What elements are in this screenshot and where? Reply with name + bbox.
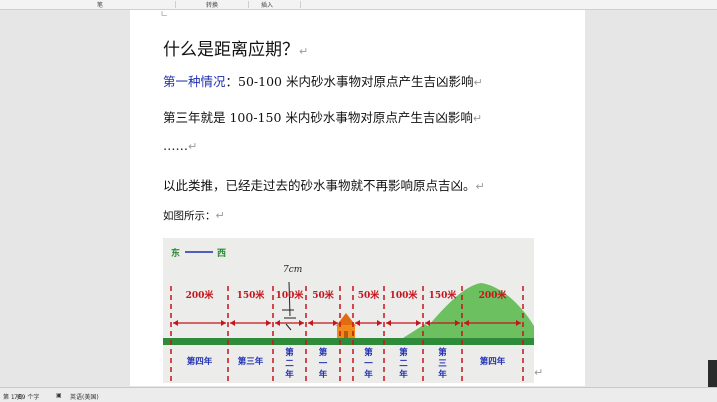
ribbon-group-pen[interactable]: 笔	[97, 2, 104, 9]
distance-label: 150米	[429, 289, 458, 301]
year-label: 年	[438, 369, 447, 380]
page-heading[interactable]: 什么是距离应期？↵	[163, 40, 309, 60]
figure-return-mark: ↵	[534, 366, 544, 379]
year-label: 一	[319, 359, 328, 369]
ribbon-group-insert[interactable]: 插入	[261, 2, 274, 9]
arrow-head	[464, 320, 469, 326]
status-bar: 第 1 页 769 个字 ▣ 英语(美国)	[0, 387, 717, 402]
year-label: 二	[399, 359, 408, 369]
year-label: 第	[364, 347, 373, 358]
case-one-label: 第一种情况	[163, 74, 226, 89]
arrow-head	[333, 320, 338, 326]
handwritten-note: 7cm	[283, 265, 302, 275]
year-label: 一	[364, 359, 373, 369]
paragraph-case-one[interactable]: 第一种情况：50-100 米内砂水事物对原点产生吉凶影响↵	[163, 74, 483, 89]
arrow-head	[425, 320, 430, 326]
paragraph-ellipsis[interactable]: ……↵	[163, 138, 198, 153]
arrow-head	[275, 320, 280, 326]
margin-corner-mark: ㄴ	[160, 10, 169, 20]
year-label: 第四年	[480, 356, 506, 367]
direction-west: 西	[217, 248, 226, 259]
arrow-head	[299, 320, 304, 326]
ribbon-divider	[248, 1, 249, 8]
house-door	[344, 331, 348, 338]
arrow-head	[386, 320, 391, 326]
year-label: 第四年	[187, 356, 213, 367]
year-label: 年	[285, 369, 294, 380]
arrow-head	[455, 320, 460, 326]
paragraph-conclusion[interactable]: 以此类推，已经走过去的砂水事物就不再影响原点吉凶。↵	[163, 178, 485, 193]
year-label: 第	[438, 347, 447, 358]
arrow-head	[355, 320, 360, 326]
year-label: 年	[319, 369, 328, 380]
hand-stroke	[282, 309, 296, 331]
year-label: 第	[285, 347, 294, 358]
distance-label: 100米	[276, 289, 305, 301]
figure-caption[interactable]: 如图所示：↵	[163, 209, 225, 222]
arrow-head	[266, 320, 271, 326]
arrow-head	[416, 320, 421, 326]
distance-label: 50米	[312, 289, 335, 301]
ribbon-divider	[300, 1, 301, 8]
house-roof	[336, 313, 356, 326]
hill-slope	[403, 322, 463, 338]
year-label: 年	[364, 369, 373, 380]
year-label: 二	[285, 359, 294, 369]
ribbon-strip: 笔 转换 插入	[0, 0, 717, 10]
arrow-head	[230, 320, 235, 326]
ribbon-divider	[175, 1, 176, 8]
figure-svg: 东 西 7cm 200米第四年150米第三年100米第二年50米第一年50米第一…	[163, 238, 534, 383]
status-page[interactable]: 第 1 页	[3, 394, 23, 401]
status-language[interactable]: 英语(美国)	[70, 394, 99, 401]
arrow-head	[173, 320, 178, 326]
scrollbar-thumb[interactable]	[708, 360, 717, 387]
distance-label: 200米	[186, 289, 215, 301]
document-page[interactable]: ㄴ 什么是距离应期？↵ 第一种情况：50-100 米内砂水事物对原点产生吉凶影响…	[130, 10, 585, 386]
year-label: 年	[399, 369, 408, 380]
direction-east: 东	[171, 247, 180, 259]
status-word-count[interactable]: 769 个字	[14, 394, 40, 401]
distance-label: 100米	[390, 289, 419, 301]
ribbon-group-convert[interactable]: 转换	[206, 2, 219, 9]
distance-label: 200米	[479, 289, 508, 301]
arrow-head	[377, 320, 382, 326]
arrow-head	[221, 320, 226, 326]
year-label: 第三年	[238, 356, 264, 367]
arrow-head	[516, 320, 521, 326]
year-label: 三	[438, 359, 447, 369]
distance-label: 50米	[358, 289, 381, 301]
year-label: 第	[319, 347, 328, 358]
arrow-head	[308, 320, 313, 326]
proofing-icon[interactable]: ▣	[56, 392, 62, 399]
ground-strip	[163, 338, 534, 345]
distance-label: 150米	[237, 289, 266, 301]
paragraph-third-year[interactable]: 第三年就是 100-150 米内砂水事物对原点产生吉凶影响↵	[163, 110, 483, 125]
year-label: 第	[399, 347, 408, 358]
